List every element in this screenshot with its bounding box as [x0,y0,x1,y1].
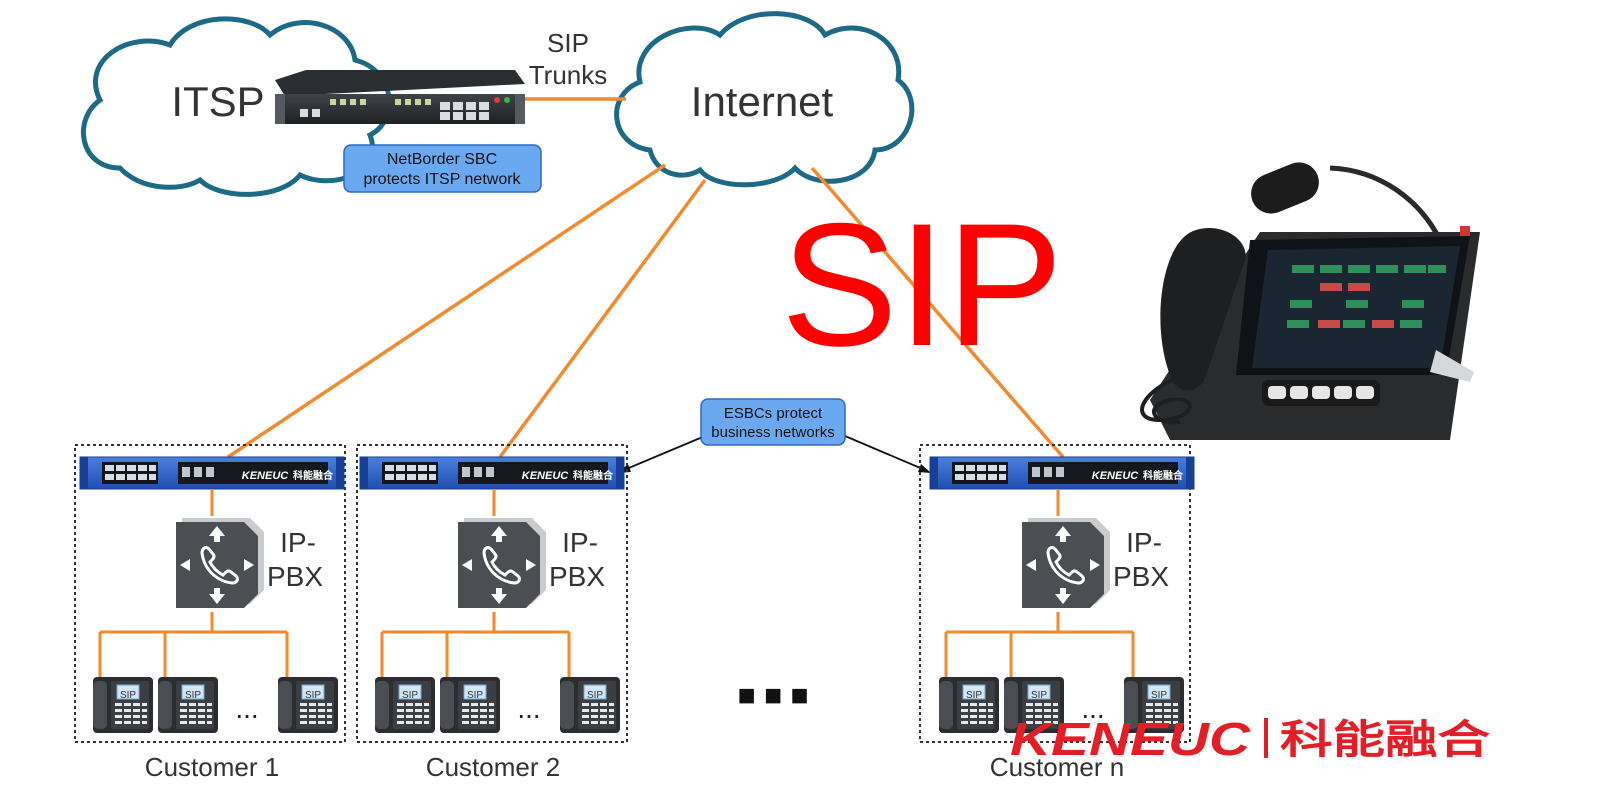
customer-1-label: Customer 1 [145,752,279,782]
pbx-label-n-line1: IP- [1126,527,1162,558]
esbc-brand-cn-1: 科能融合 [293,469,334,482]
phone-1b [157,676,219,734]
pbx-icon-1 [174,516,266,610]
esbc-callout-line1: ESBCs protect [724,405,823,422]
internet-cloud [614,11,915,188]
esbc-callout-line2: business networks [711,424,834,441]
phone-1c [277,676,339,734]
netborder-callout: NetBorder SBC protects ITSP network [343,144,542,193]
phone-2b-label: SIP [467,690,483,701]
phone-ellipsis-2: ... [517,693,540,724]
sip-trunks-label-line2: Trunks [529,60,608,90]
keneuc-logo: KENEUC 科能融合 [1010,713,1490,765]
phone-2b [439,676,501,734]
link-customer-n [810,166,1065,459]
esbc-brand-cn-2: 科能融合 [573,469,614,482]
sip-title: SIP [781,188,1063,383]
itsp-label: ITSP [171,78,264,125]
phone-2c-label: SIP [587,690,603,701]
phone-ellipsis-n: ... [1081,693,1104,724]
esbc-brand-1: KENEUC [242,470,290,482]
desk-phone-image [1140,162,1480,440]
link-customer-2 [498,178,707,459]
internet-label: Internet [691,78,834,125]
phone-2a [374,676,436,734]
phone-nb-label: SIP [1031,690,1047,701]
phone-1a [92,676,154,734]
esbc-device-n: KENEUC 科能融合 [929,456,1195,490]
customer-n-label: Customer n [990,752,1124,782]
netborder-callout-line1: NetBorder SBC [387,151,497,168]
pbx-icon-n [1020,516,1112,610]
customer-group-2: KENEUC 科能融合 IP- PBX SIP SIP ... SIP [356,444,628,743]
esbc-device-1: KENEUC 科能融合 [79,456,345,490]
phone-ellipsis-1: ... [235,693,258,724]
netborder-sbc-device [275,70,525,124]
pbx-icon-2 [456,516,548,610]
phone-nc-label: SIP [1151,690,1167,701]
link-customer-1 [227,163,666,459]
esbc-device-2: KENEUC 科能融合 [359,456,625,490]
esbc-brand-2: KENEUC [522,470,570,482]
pbx-label-2-line2: PBX [549,561,605,592]
customer-2-label: Customer 2 [426,752,560,782]
pbx-label-1-line2: PBX [267,561,323,592]
esbc-brand-n: KENEUC [1092,470,1140,482]
pbx-label-n-line2: PBX [1113,561,1169,592]
phone-na-label: SIP [966,690,982,701]
orange-links [227,97,1065,459]
logo-latin: KENEUC [1010,713,1251,765]
pbx-label-2-line1: IP- [562,527,598,558]
esbc-brand-cn-n: 科能融合 [1143,469,1184,482]
phone-1a-label: SIP [120,690,136,701]
phone-2a-label: SIP [402,690,418,701]
phone-1c-label: SIP [305,690,321,701]
itsp-cloud [80,16,392,197]
esbc-callout: ESBCs protect business networks [618,398,931,473]
customer-group-1: KENEUC 科能融合 IP- PBX SIP SIP ... SIP [74,444,346,743]
phone-na [938,676,1000,734]
pbx-label-1-line1: IP- [280,527,316,558]
sip-trunks-label-line1: SIP [547,28,589,58]
netborder-callout-line2: protects ITSP network [363,171,521,188]
customer-group-n: KENEUC 科能融合 IP- PBX SIP SIP ... SIP [919,444,1195,743]
logo-chinese: 科能融合 [1280,718,1490,762]
group-ellipsis: ■ ■ ■ [737,679,808,712]
phone-1b-label: SIP [185,690,201,701]
phone-2c [559,676,621,734]
